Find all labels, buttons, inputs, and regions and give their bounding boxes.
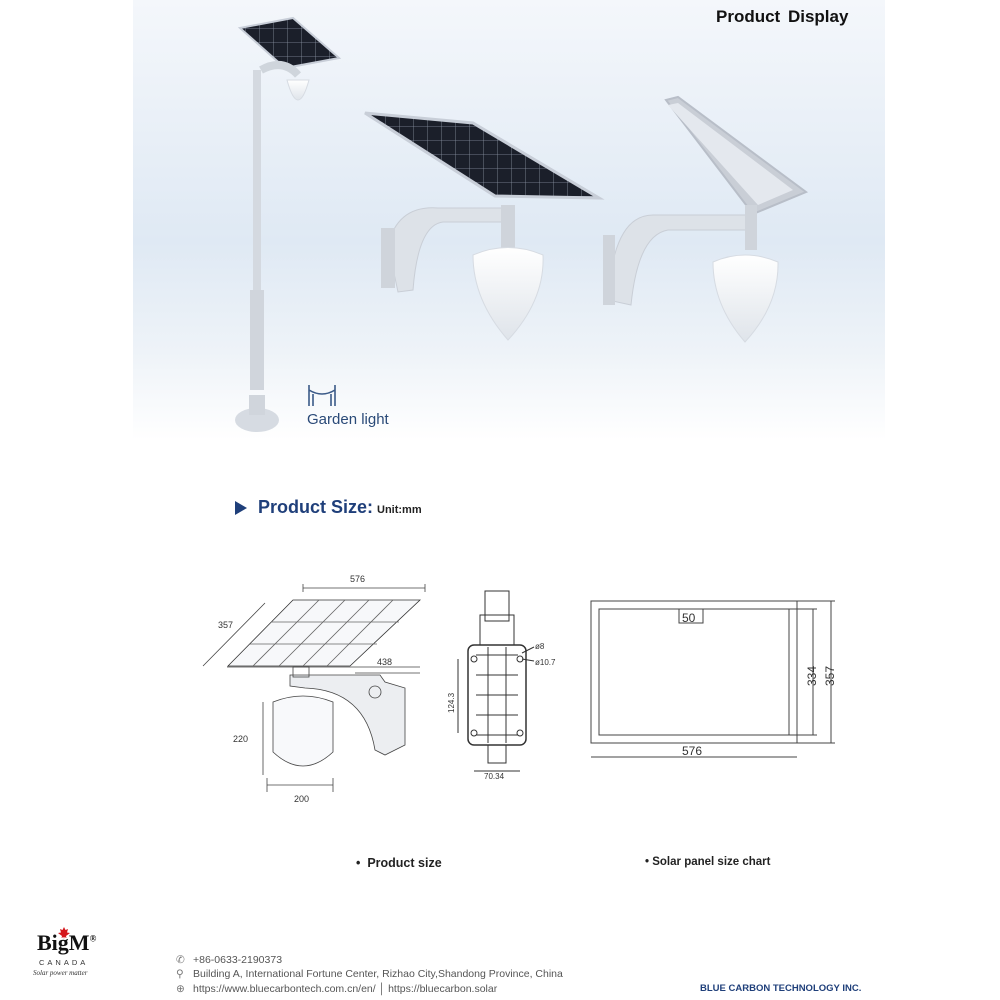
user-icon: ⚲ [176,968,184,980]
dim-lamp-height: 220 [233,734,248,744]
dim-outer-height: 357 [823,666,837,686]
unit-label: Unit:mm [377,504,422,516]
maple-leaf-icon [58,927,70,939]
product-size-drawing: 576 357 438 220 200 [202,574,426,804]
logo-slogan: Solar power matter [33,969,88,977]
product-size-title: Product Size: [258,497,374,517]
triangle-bullet-icon [235,501,247,515]
dim-bracket-width: 70.34 [484,772,505,781]
logo-country: CANADA [39,958,89,967]
garden-light-label: Garden light [307,411,389,428]
caption-panel-chart: • Solar panel size chart [645,856,771,868]
dim-panel-width: 576 [682,744,702,758]
wall-lamp-side-image [603,95,809,343]
footer-phone: ✆+86-0633-2190373 [176,954,283,966]
bracket-drawing: ø8 ø10.7 124.3 70.34 [447,590,556,781]
garden-light-icon [308,385,336,406]
dim-lamp-width: 200 [294,794,309,804]
panel-size-chart: 50 334 357 576 [590,600,837,758]
footer-address: ⚲Building A, International Fortune Cente… [176,968,563,980]
dim-panel-width: 576 [350,574,365,584]
dim-top-gap: 50 [682,611,696,625]
dim-hole-small: ø8 [535,642,545,651]
footer-web[interactable]: ⊕https://www.bluecarbontech.com.cn/en/ │… [176,983,498,995]
dim-hole-spacing: 124.3 [447,692,456,713]
product-illustrations [235,16,809,432]
company-name: BLUE CARBON TECHNOLOGY INC. [700,983,862,994]
dim-hole-large: ø10.7 [535,658,556,667]
dim-inner-height: 334 [805,666,819,686]
page-title: Product Display [716,7,849,26]
dim-arm-length: 438 [377,657,392,667]
wall-lamp-front-image [364,111,605,341]
phone-icon: ✆ [176,954,185,966]
pole-light-image [235,16,342,432]
dim-panel-depth: 357 [218,620,233,630]
caption-product-size: • Product size [356,856,442,870]
bigm-logo: BigM® CANADA Solar power matter [33,926,123,982]
globe-icon: ⊕ [176,983,185,995]
logo-brand: BigM® [37,930,97,955]
